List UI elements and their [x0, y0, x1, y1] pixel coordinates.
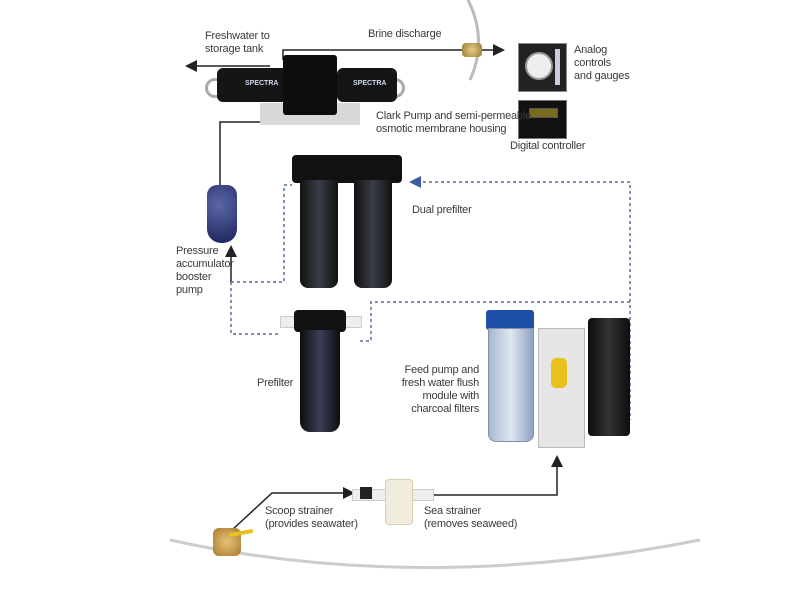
digital-controller-panel: [518, 100, 567, 139]
label-brine: Brine discharge: [368, 28, 442, 40]
sea-strainer: [352, 475, 434, 525]
accumulator-pump: [207, 185, 237, 243]
scoop-strainer: [205, 523, 255, 565]
label-scoop-strainer: Scoop strainer(provides seawater): [265, 505, 358, 530]
brand-logo: SPECTRA: [245, 80, 279, 87]
scoop-line: [231, 487, 355, 531]
strainer-line: [430, 455, 563, 496]
label-digital: Digital controller: [510, 140, 586, 152]
gauge-icon: [525, 52, 553, 80]
dual-prefilter: [288, 155, 406, 290]
hull-curve-top: [466, 0, 480, 81]
valve-handle: [551, 358, 567, 388]
label-dual-prefilter: Dual prefilter: [412, 204, 472, 216]
feed-pump-module: [478, 308, 636, 448]
analog-gauge-panel: [518, 43, 567, 92]
prefilter: [280, 308, 362, 433]
pump-accumulator-line: [219, 121, 260, 185]
thru-hull-fitting: [462, 43, 482, 57]
clark-pump: SPECTRA SPECTRA: [205, 48, 405, 133]
label-sea-strainer: Sea strainer(removes seaweed): [424, 505, 518, 530]
brand-logo: SPECTRA: [353, 80, 387, 87]
label-prefilter: Prefilter: [257, 377, 294, 389]
dotted-flow: [230, 176, 631, 420]
